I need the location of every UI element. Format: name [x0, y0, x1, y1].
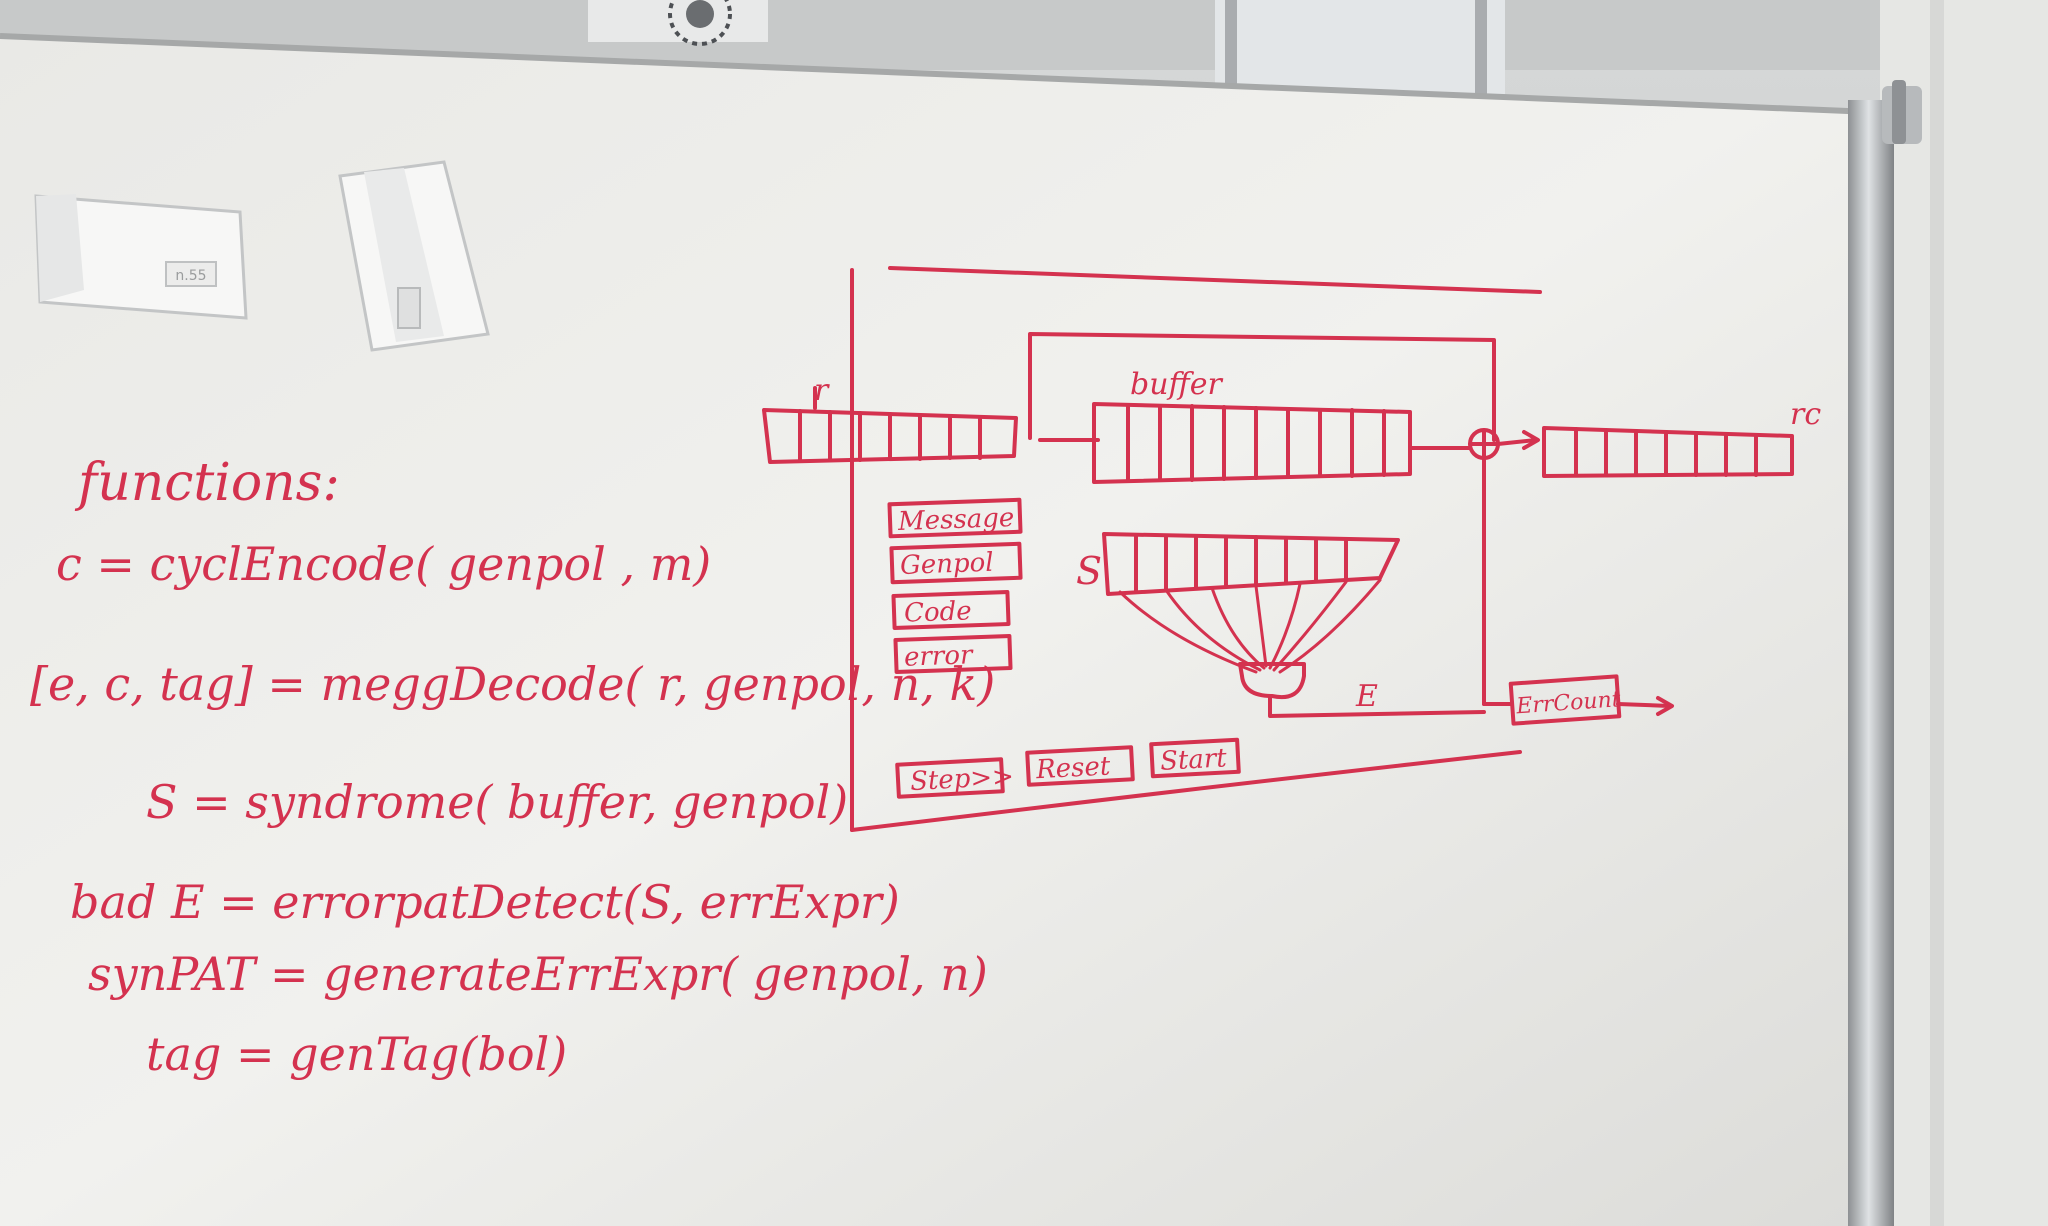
- panel-label-genpol: Genpol: [900, 548, 995, 581]
- magnet-holder-right-icon: [338, 160, 490, 352]
- decoder-diagram: [762, 266, 1794, 832]
- syndrome-register: [1102, 532, 1400, 596]
- code-box: [891, 590, 1011, 630]
- button-label-step: Step>>: [909, 762, 1014, 797]
- buffer-register: [1092, 402, 1412, 484]
- error-counter-box: [1508, 674, 1622, 726]
- step-button-box: [895, 757, 1005, 799]
- button-label-reset: Reset: [1034, 751, 1111, 785]
- functions-heading: functions:: [74, 453, 340, 513]
- message-box: [887, 497, 1023, 539]
- code-notes: functions: c = cyclEncode( genpol , m) […: [30, 453, 995, 1081]
- diagram-labels: r buffer rc S E ErrCount Message Genpol …: [814, 367, 1821, 797]
- output-label: rc: [1790, 397, 1821, 432]
- counter-arrowhead-icon: [1656, 696, 1674, 716]
- genpol-box: [889, 541, 1023, 585]
- ceiling-vent-icon: [588, 0, 768, 46]
- detector-out-line: [1268, 694, 1486, 718]
- error-box: [893, 634, 1013, 674]
- xor-adder-icon: [1468, 428, 1500, 460]
- code-line-5: synPAT = generateErrExpr( genpol, n): [88, 947, 988, 1001]
- feedback-loop: [1028, 332, 1496, 442]
- board-rail: [1848, 80, 1922, 1226]
- adder-arrowhead-icon: [1522, 430, 1540, 450]
- code-line-1: c = cyclEncode( genpol , m): [56, 537, 711, 591]
- frame-top: [888, 266, 1542, 294]
- frame-bottom: [850, 750, 1522, 832]
- code-line-4: bad E = errorpatDetect(S, errExpr): [70, 875, 900, 929]
- counter-out-arrow: [1616, 702, 1672, 708]
- input-register: [762, 386, 1018, 464]
- panel-label-error: error: [904, 640, 975, 672]
- button-label-start: Start: [1159, 743, 1228, 776]
- error-signal-label: E: [1355, 679, 1378, 714]
- panel-label-message: Message: [897, 503, 1015, 537]
- detector-gate-icon: [1238, 662, 1306, 699]
- start-button-box: [1149, 737, 1241, 779]
- reset-button-box: [1025, 745, 1135, 787]
- magnet-label: n.55: [175, 268, 206, 284]
- adder-out-arrow: [1496, 438, 1538, 446]
- input-label: r: [814, 373, 830, 408]
- panel-label-code: Code: [904, 596, 973, 628]
- syndrome-label: S: [1076, 549, 1102, 593]
- code-line-2: [e, c, tag] = meggDecode( r, genpol, n, …: [30, 657, 995, 711]
- output-register: [1542, 426, 1794, 478]
- code-line-3: S = syndrome( buffer, genpol): [146, 775, 848, 829]
- code-line-6: tag = genTag(bol): [146, 1027, 567, 1081]
- magnet-holder-left-icon: n.55: [34, 194, 248, 320]
- buffer-label: buffer: [1130, 367, 1224, 402]
